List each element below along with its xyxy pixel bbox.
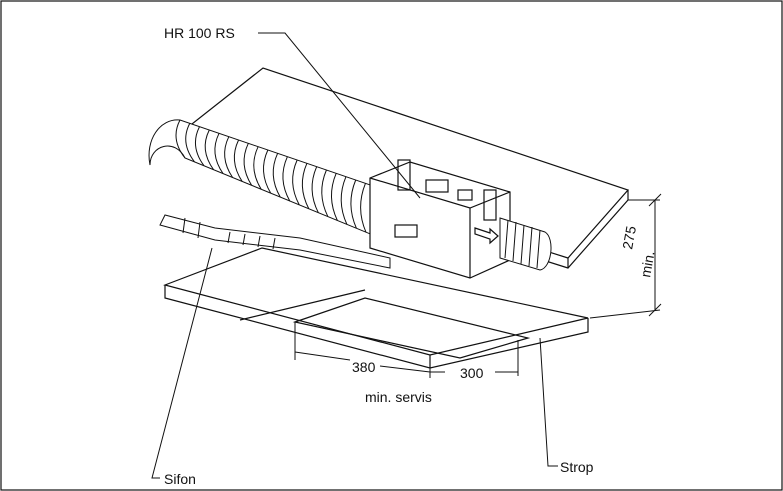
duct-rib bbox=[253, 146, 262, 190]
duct-rib bbox=[272, 153, 281, 198]
width-dimension bbox=[294, 322, 519, 378]
sifon-label: Sifon bbox=[164, 471, 196, 487]
duct-rib bbox=[204, 129, 214, 171]
duct-rib bbox=[301, 163, 310, 209]
duct-rib bbox=[340, 176, 348, 225]
siphon-hose bbox=[159, 214, 391, 269]
ceiling-panel bbox=[163, 247, 589, 369]
duct-rib bbox=[330, 173, 338, 221]
height-dimension bbox=[589, 193, 662, 319]
duct-rib bbox=[243, 143, 253, 186]
duct-rib bbox=[175, 119, 186, 159]
flex-duct-left bbox=[148, 119, 386, 241]
duct-rib bbox=[292, 159, 300, 206]
duct-rib bbox=[321, 169, 329, 217]
duct-rib bbox=[214, 133, 224, 174]
width-right-value: 300 bbox=[460, 365, 484, 381]
duct-rib bbox=[282, 156, 291, 202]
duct-rib bbox=[194, 126, 205, 167]
duct-rib bbox=[311, 166, 319, 213]
duct-rib bbox=[350, 179, 357, 229]
duct-rib bbox=[233, 139, 243, 182]
duct-rib bbox=[224, 136, 234, 178]
height-value: 275 bbox=[619, 225, 639, 251]
unit-body bbox=[369, 159, 511, 279]
service-note: min. servis bbox=[365, 389, 432, 405]
width-left-value: 380 bbox=[352, 359, 376, 375]
duct-rib bbox=[185, 123, 195, 163]
leader-lines bbox=[151, 32, 558, 479]
duct-rib bbox=[263, 149, 272, 194]
duct-rib bbox=[360, 183, 367, 233]
strop-label: Strop bbox=[560, 459, 594, 475]
model-label: HR 100 RS bbox=[164, 25, 235, 41]
flex-duct-right bbox=[499, 217, 552, 271]
height-unit: min. bbox=[637, 250, 657, 279]
